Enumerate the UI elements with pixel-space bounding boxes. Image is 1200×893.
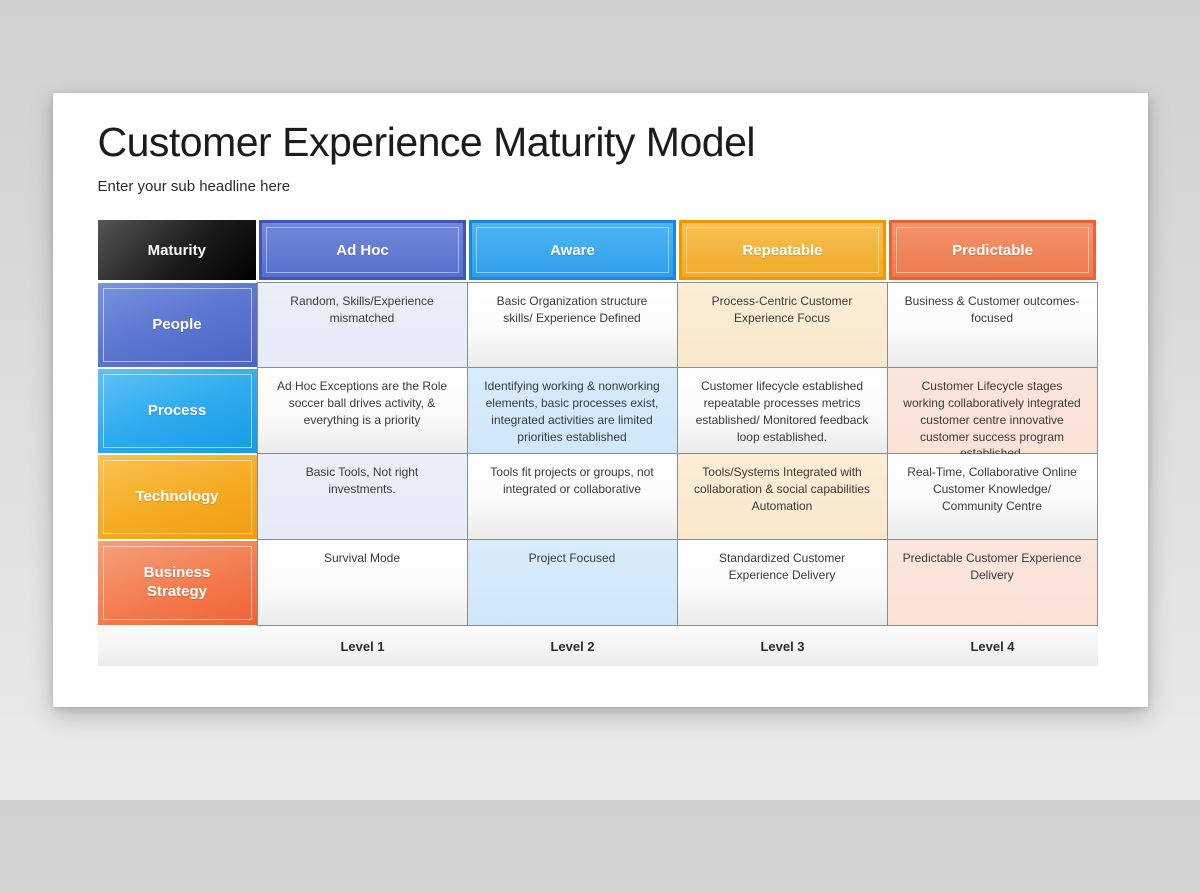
cell-people-adhoc: Random, Skills/Experience mismatched <box>257 282 468 369</box>
header-repeatable-label: Repeatable <box>742 241 823 259</box>
row-label-people: People <box>97 283 257 368</box>
row-cells: Basic Tools, Not right investments. Tool… <box>256 454 1098 541</box>
table-row-business-strategy: Business Strategy Survival Mode Project … <box>97 540 1098 627</box>
cell-people-repeatable: Process-Centric Customer Experience Focu… <box>677 282 888 369</box>
cell-technology-predictable: Real-Time, Collaborative Online Customer… <box>887 454 1098 541</box>
row-label-people-text: People <box>152 315 202 333</box>
table-row-people: People Random, Skills/Experience mismatc… <box>97 282 1098 369</box>
cell-people-aware: Basic Organization structure skills/ Exp… <box>467 282 678 369</box>
level-2-label: Level 2 <box>550 638 595 654</box>
row-label-slot: Process <box>97 368 257 454</box>
matrix-body: People Random, Skills/Experience mismatc… <box>97 282 1098 627</box>
cell-technology-adhoc: Basic Tools, Not right investments. <box>257 454 468 541</box>
header-repeatable: Repeatable <box>679 220 886 281</box>
header-adhoc: Ad Hoc <box>259 220 466 281</box>
row-label-process: Process <box>97 369 257 454</box>
row-cells: Random, Skills/Experience mismatched Bas… <box>256 282 1098 369</box>
header-predictable-label: Predictable <box>952 241 1033 259</box>
level-4-label: Level 4 <box>970 638 1015 654</box>
header-maturity-label: Maturity <box>147 241 206 259</box>
header-slot-aware: Aware <box>468 220 678 281</box>
cell-people-predictable: Business & Customer outcomes-focused <box>887 282 1098 369</box>
level-1-label: Level 1 <box>340 638 385 654</box>
cell-technology-aware: Tools fit projects or groups, not integr… <box>467 454 678 541</box>
level-band: Level 1 Level 2 Level 3 Level 4 <box>97 626 1098 667</box>
cell-technology-repeatable: Tools/Systems Integrated with collaborat… <box>677 454 888 541</box>
header-aware: Aware <box>469 220 676 281</box>
header-slot-maturity: Maturity <box>97 220 258 281</box>
header-slot-adhoc: Ad Hoc <box>258 220 468 281</box>
cell-business-predictable: Predictable Customer Experience Delivery <box>887 540 1098 627</box>
header-adhoc-label: Ad Hoc <box>336 241 389 259</box>
header-slot-repeatable: Repeatable <box>678 220 888 281</box>
slide-canvas: Customer Experience Maturity Model Enter… <box>52 93 1148 707</box>
cell-process-aware: Identifying working & nonworking element… <box>467 368 678 455</box>
table-row-technology: Technology Basic Tools, Not right invest… <box>97 454 1098 541</box>
header-predictable: Predictable <box>889 220 1096 281</box>
table-row-process: Process Ad Hoc Exceptions are the Role s… <box>97 368 1098 460</box>
row-label-process-text: Process <box>147 401 207 419</box>
row-label-slot: Technology <box>97 454 257 540</box>
maturity-matrix-table: Maturity Ad Hoc Aware Repeatable <box>97 220 1098 667</box>
row-label-slot: Business Strategy <box>97 540 257 626</box>
header-aware-label: Aware <box>550 241 595 259</box>
matrix-header-row: Maturity Ad Hoc Aware Repeatable <box>97 220 1098 281</box>
cell-process-adhoc: Ad Hoc Exceptions are the Role soccer ba… <box>257 368 468 455</box>
row-label-technology-text: Technology <box>135 487 219 505</box>
header-slot-predictable: Predictable <box>888 220 1098 281</box>
cell-process-repeatable: Customer lifecycle established repeatabl… <box>677 368 888 455</box>
page-title: Customer Experience Maturity Model <box>97 119 756 165</box>
row-cells: Ad Hoc Exceptions are the Role soccer ba… <box>256 368 1098 460</box>
cell-business-aware: Project Focused <box>467 540 678 627</box>
subtitle: Enter your sub headline here <box>97 178 291 196</box>
row-cells: Survival Mode Project Focused Standardiz… <box>256 540 1098 627</box>
cell-process-predictable: Customer Lifecycle stages working collab… <box>887 368 1098 460</box>
row-label-business-strategy: Business Strategy <box>97 541 257 626</box>
header-maturity: Maturity <box>97 220 256 281</box>
level-3-label: Level 3 <box>760 638 805 654</box>
cell-business-repeatable: Standardized Customer Experience Deliver… <box>677 540 888 627</box>
row-label-technology: Technology <box>97 455 257 540</box>
level-band-spacer <box>98 626 258 666</box>
cell-business-adhoc: Survival Mode <box>257 540 468 627</box>
row-label-business-strategy-text: Business Strategy <box>143 564 211 601</box>
row-label-slot: People <box>97 282 257 368</box>
